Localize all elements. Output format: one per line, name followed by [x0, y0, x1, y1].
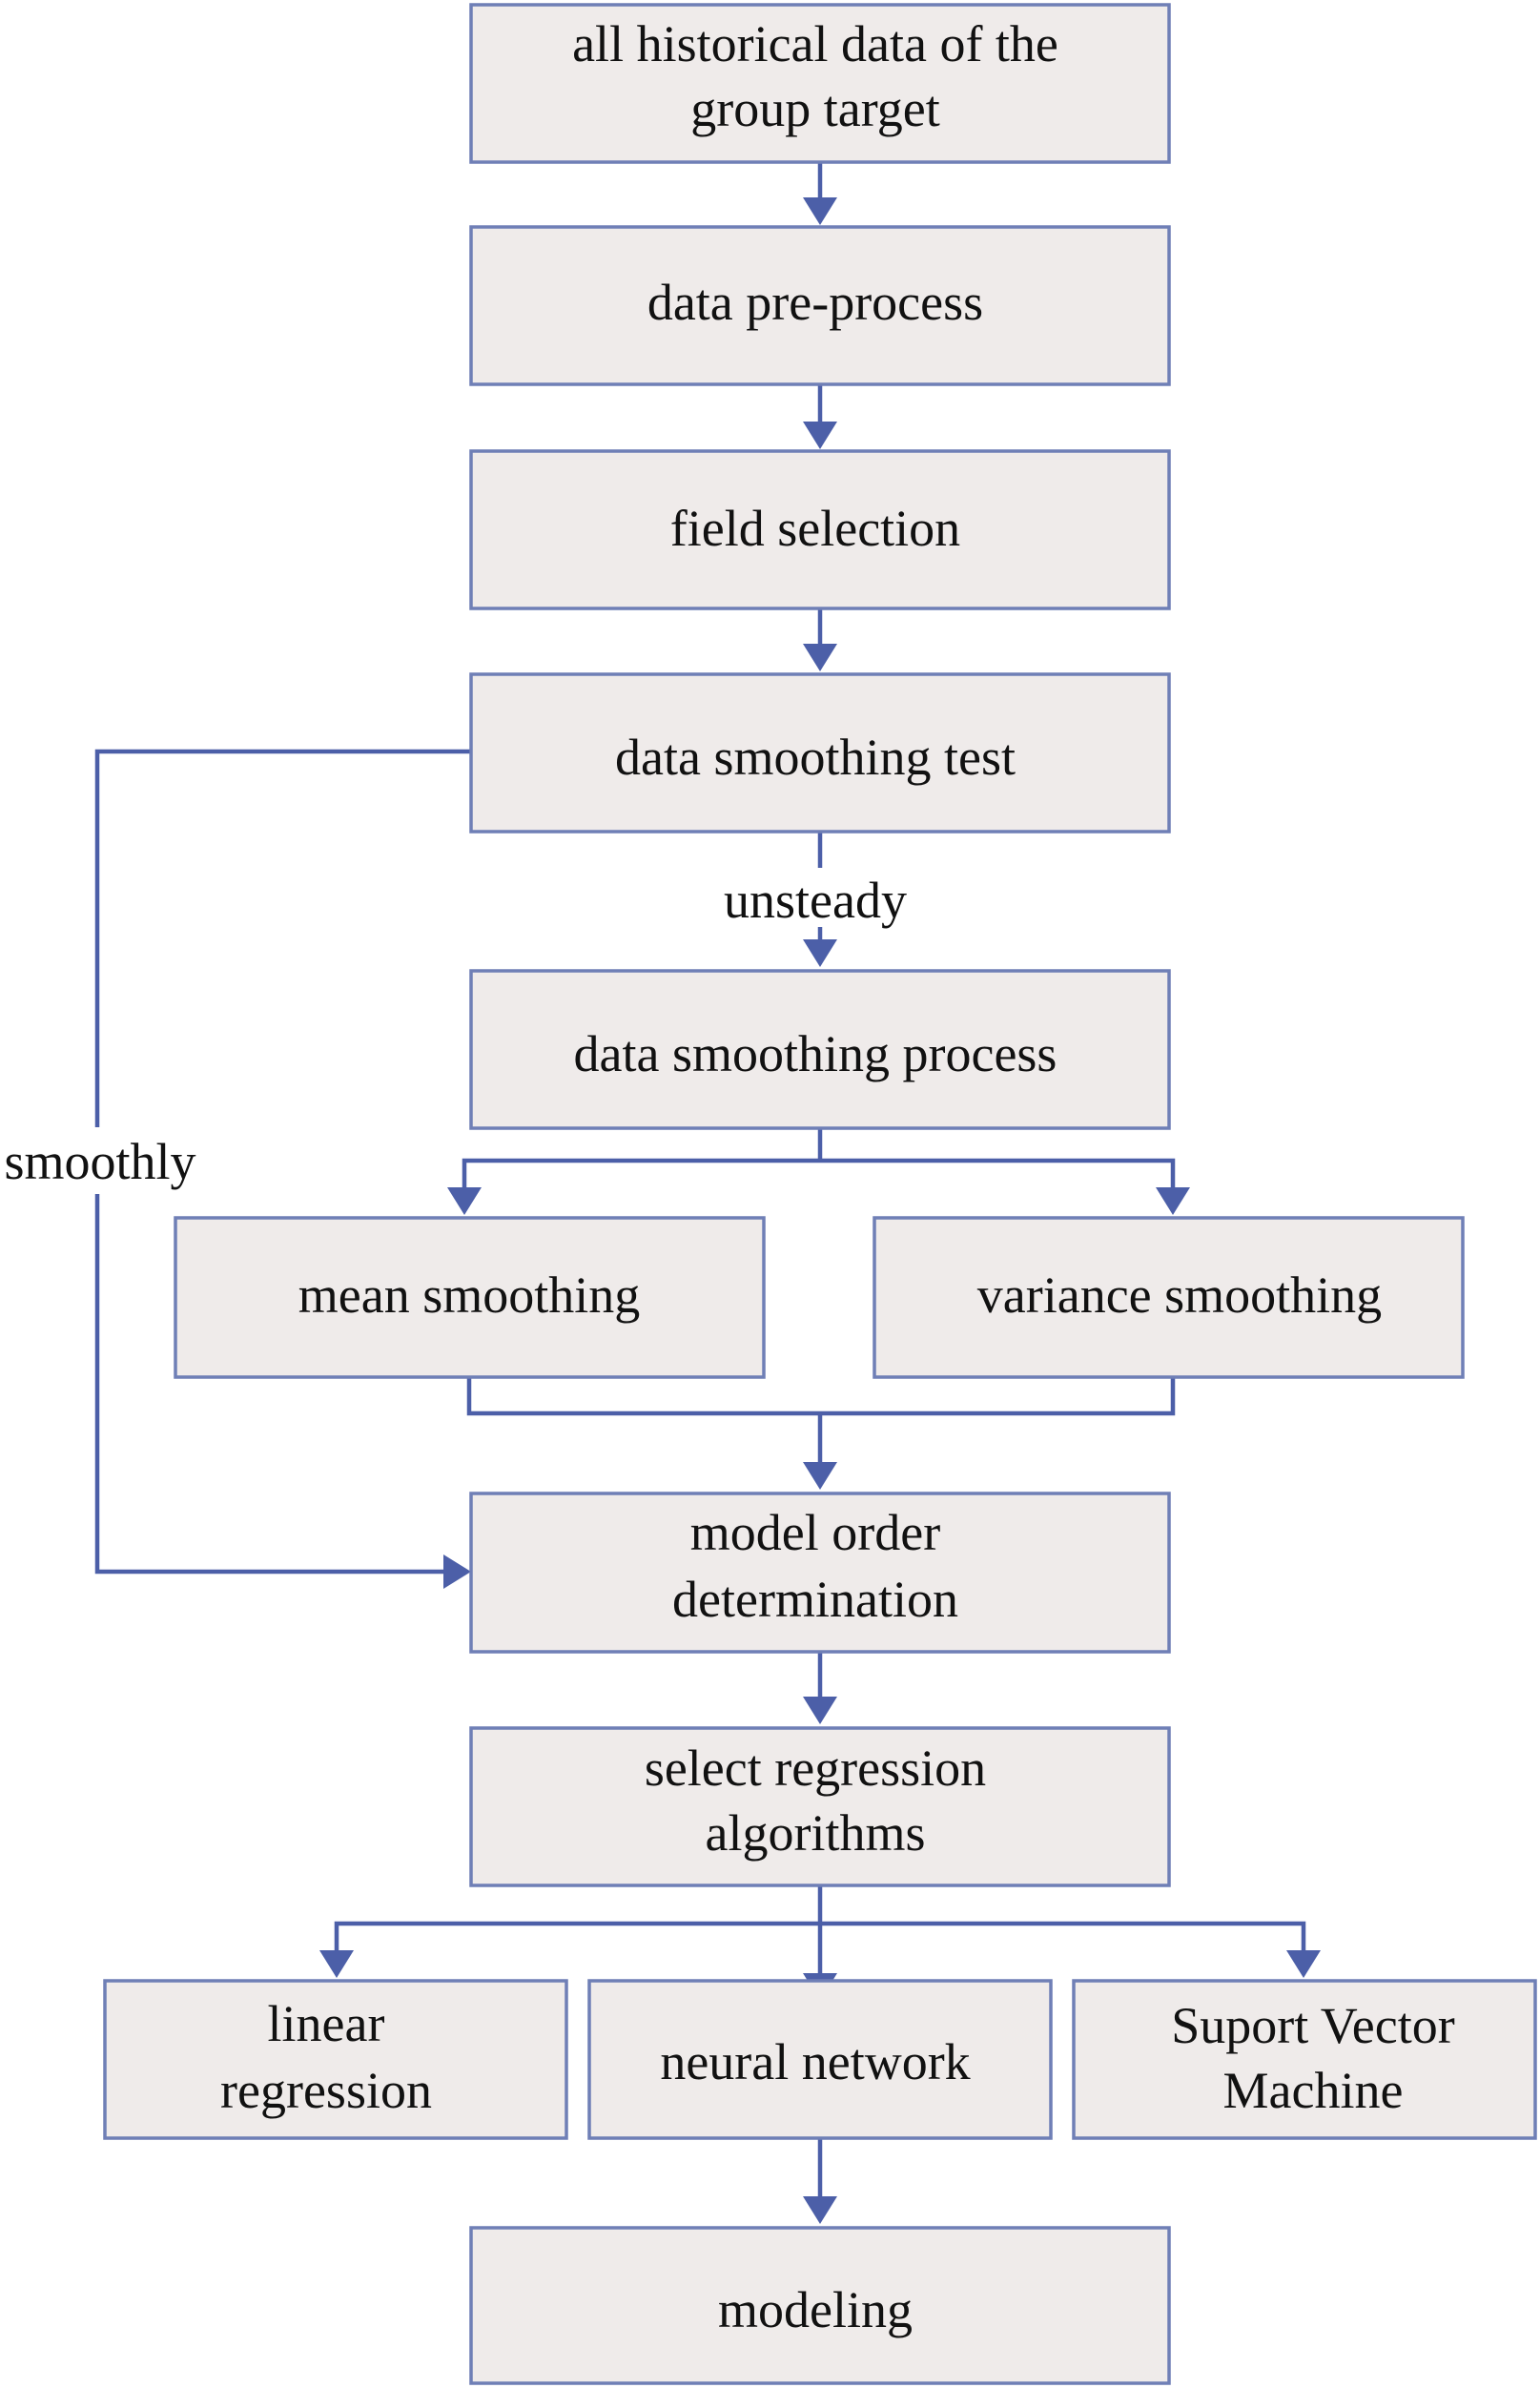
- box-model-order-line-1: model order: [690, 1504, 940, 1561]
- edge-labels: unsteady smoothly: [0, 868, 939, 1194]
- box-smoothing-process: data smoothing process: [469, 969, 1171, 1130]
- box-smoothing-test-label: data smoothing test: [615, 729, 1016, 786]
- connector-smoothing-merge: [466, 1377, 1176, 1416]
- box-modeling: modeling: [469, 2226, 1171, 2385]
- box-mean-smoothing: mean smoothing: [174, 1216, 766, 1379]
- box-preprocess-label: data pre-process: [647, 274, 983, 331]
- box-smoothing-test: data smoothing test: [469, 672, 1171, 834]
- box-smoothing-process-label: data smoothing process: [574, 1025, 1057, 1082]
- arrowhead-field-selection: [803, 422, 837, 449]
- box-svm-line-1: Suport Vector: [1171, 1997, 1454, 2054]
- box-select-algorithms-line-1: select regression: [645, 1740, 986, 1797]
- arrowhead-model-order: [803, 1462, 837, 1490]
- box-historical-data: all historical data of the group target: [469, 3, 1171, 164]
- arrowhead-variance-smoothing: [1156, 1187, 1190, 1215]
- arrowhead-smoothly-bypass: [443, 1554, 471, 1589]
- box-preprocess: data pre-process: [469, 225, 1171, 386]
- box-select-algorithms-line-2: algorithms: [706, 1804, 926, 1862]
- box-linear-regression: linear regression: [103, 1979, 568, 2140]
- box-linear-regression-line-2: regression: [220, 2062, 432, 2119]
- box-field-selection-label: field selection: [670, 500, 960, 557]
- box-variance-smoothing: variance smoothing: [873, 1216, 1465, 1379]
- arrowhead-select-algorithms: [803, 1697, 837, 1724]
- box-svm: Suport Vector Machine: [1072, 1979, 1537, 2140]
- box-neural-network: neural network: [587, 1979, 1053, 2140]
- arrowhead-linear-regression: [319, 1950, 354, 1978]
- box-model-order: model order determination: [469, 1492, 1171, 1654]
- box-select-algorithms: select regression algorithms: [469, 1726, 1171, 1887]
- label-unsteady: unsteady: [724, 872, 907, 929]
- box-model-order-line-2: determination: [672, 1571, 958, 1628]
- box-historical-data-line-1: all historical data of the: [572, 15, 1058, 72]
- arrowhead-smoothing-test: [803, 644, 837, 671]
- box-mean-smoothing-label: mean smoothing: [298, 1266, 640, 1324]
- connector-process-split: [462, 1158, 1176, 1192]
- box-modeling-label: modeling: [718, 2281, 913, 2338]
- connector-select-split: [334, 1921, 1306, 1955]
- box-historical-data-line-2: group target: [690, 80, 939, 137]
- arrowhead-mean-smoothing: [447, 1187, 482, 1215]
- arrowhead-smoothing-process: [803, 939, 837, 967]
- arrowhead-modeling: [803, 2196, 837, 2224]
- label-smoothly: smoothly: [4, 1133, 195, 1190]
- box-variance-smoothing-label: variance smoothing: [977, 1266, 1382, 1324]
- box-field-selection: field selection: [469, 449, 1171, 610]
- box-linear-regression-line-1: linear: [268, 1995, 385, 2052]
- box-neural-network-label: neural network: [660, 2033, 970, 2090]
- arrowhead-svm: [1286, 1950, 1321, 1978]
- arrowhead-preprocess: [803, 197, 837, 225]
- box-svm-line-2: Machine: [1223, 2062, 1404, 2119]
